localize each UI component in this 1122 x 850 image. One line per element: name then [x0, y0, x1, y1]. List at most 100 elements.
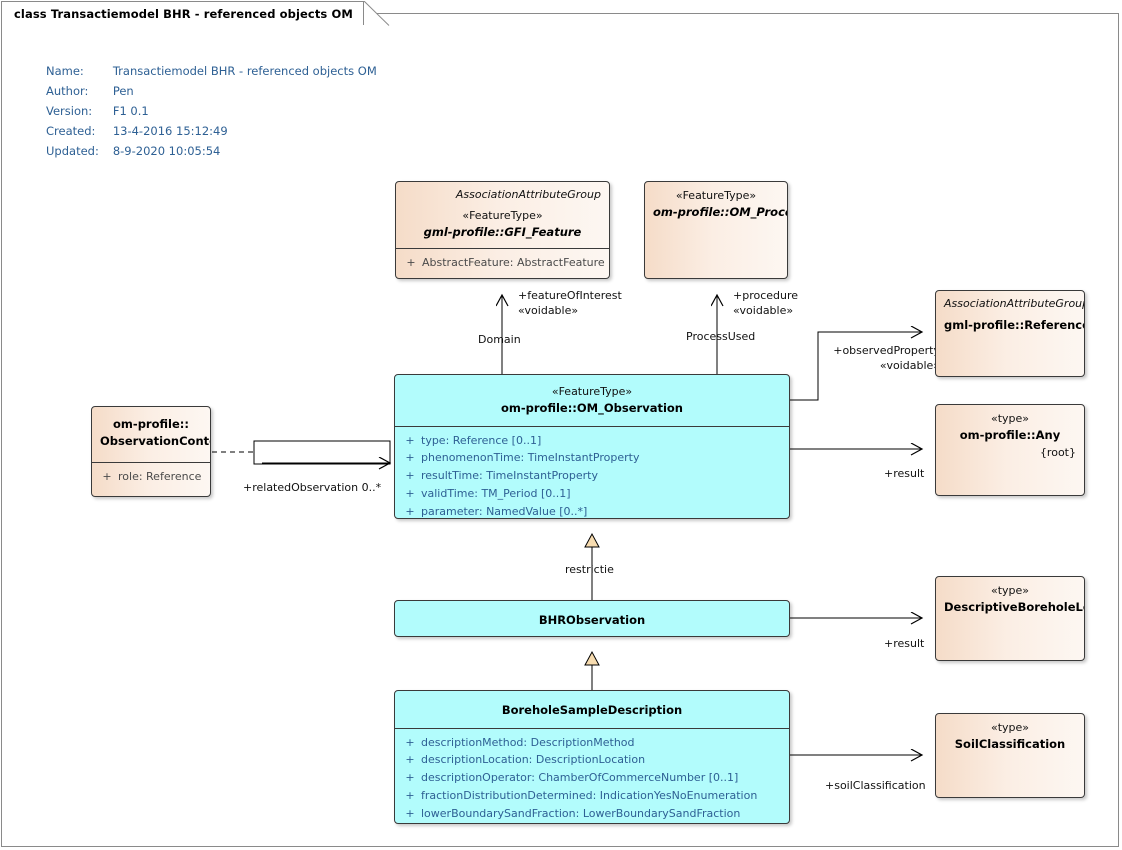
class-borehole-sample-description[interactable]: BoreholeSampleDescription + descriptionM…	[394, 690, 790, 824]
class-gfi-feature[interactable]: AssociationAttributeGroup «FeatureType» …	[395, 181, 610, 279]
class-attribute: + parameter: NamedValue [0..*]	[399, 503, 785, 518]
edge-label-result-log: +result	[884, 637, 925, 650]
metadata-key: Version:	[46, 104, 93, 118]
attribute-text: lowerBoundarySandFraction: LowerBoundary…	[421, 806, 741, 820]
attribute-visibility: +	[405, 487, 415, 501]
class-attribute: + validTime: TM_Period [0..1]	[399, 485, 785, 503]
class-header: «type» om-profile::Any {root}	[936, 405, 1084, 466]
class-header: «FeatureType» om-profile::OM_Observation	[395, 375, 789, 426]
tab-slant-edge	[363, 1, 390, 26]
class-header: BHRObservation	[395, 601, 789, 636]
attribute-compartment: + type: Reference [0..1] + phenomenonTim…	[395, 427, 789, 518]
class-attribute: + role: Reference	[96, 468, 206, 486]
compartment-divider	[92, 462, 210, 464]
class-name: BHRObservation	[538, 613, 646, 627]
class-attribute: + AbstractFeature: AbstractFeature	[400, 254, 605, 272]
class-bhr-observation[interactable]: BHRObservation	[394, 600, 790, 637]
class-attribute: + lowerBoundarySandFraction: LowerBounda…	[399, 805, 785, 823]
attribute-compartment: + descriptionMethod: DescriptionMethod +…	[395, 729, 789, 823]
class-header: «FeatureType» om-profile::OM_Process	[645, 182, 787, 228]
class-header: BoreholeSampleDescription	[395, 691, 789, 728]
attribute-visibility: +	[406, 255, 416, 269]
edge-label-domain-name: Domain	[478, 333, 521, 346]
attribute-visibility: +	[405, 433, 415, 447]
class-name-line2: ObservationContext	[100, 433, 210, 448]
compartment-divider	[395, 425, 789, 427]
attribute-text: resultTime: TimeInstantProperty	[421, 469, 598, 483]
class-observation-context[interactable]: om-profile:: ObservationContext + role: …	[91, 406, 211, 497]
metadata-value: 13-4-2016 15:12:49	[112, 124, 228, 138]
compartment-divider	[395, 727, 789, 729]
diagram-frame	[1, 13, 1119, 847]
metadata-value: Pen	[112, 84, 134, 98]
class-attribute: + descriptionLocation: DescriptionLocati…	[399, 751, 785, 769]
class-name: gml-profile::Reference	[944, 318, 1085, 332]
metadata-row: Version: F1 0.1	[46, 104, 377, 124]
class-stereotype: «type»	[990, 412, 1030, 425]
diagram-title-tab: class Transactiemodel BHR - referenced o…	[1, 1, 364, 25]
class-om-observation[interactable]: «FeatureType» om-profile::OM_Observation…	[394, 374, 790, 519]
edge-label-domain-role: +featureOfInterest «voidable»	[518, 289, 622, 317]
class-soil-classification[interactable]: «type» SoilClassification	[935, 713, 1085, 798]
class-gml-reference[interactable]: AssociationAttributeGroup gml-profile::R…	[935, 290, 1085, 377]
attribute-text: fractionDistributionDetermined: Indicati…	[421, 789, 758, 803]
edge-label-process-used-role: +procedure «voidable»	[733, 289, 799, 317]
edge-label-restrictie: restrictie	[565, 563, 614, 576]
class-stereotype: «type»	[990, 584, 1030, 597]
class-header: om-profile:: ObservationContext	[92, 407, 210, 456]
metadata-value: F1 0.1	[112, 104, 149, 118]
class-name: om-profile::OM_Process	[653, 204, 787, 219]
class-header: «type» SoilClassification	[936, 714, 1084, 760]
class-stereotype: «FeatureType»	[551, 385, 633, 398]
class-descriptive-borehole-log[interactable]: «type» DescriptiveBoreholeLog	[935, 576, 1085, 661]
attribute-text: phenomenonTime: TimeInstantProperty	[421, 451, 640, 465]
class-om-process[interactable]: «FeatureType» om-profile::OM_Process	[644, 181, 788, 279]
attribute-visibility: +	[405, 753, 415, 767]
class-stereotype: «FeatureType»	[462, 209, 543, 222]
class-header: AssociationAttributeGroup gml-profile::R…	[936, 291, 1084, 341]
class-om-any[interactable]: «type» om-profile::Any {root}	[935, 404, 1085, 496]
attribute-visibility: +	[405, 771, 415, 785]
metadata-row: Author: Pen	[46, 84, 377, 104]
attribute-visibility: +	[405, 469, 415, 483]
metadata-value: Transactiemodel BHR - referenced objects…	[112, 64, 377, 78]
class-stereotype: «FeatureType»	[675, 189, 757, 202]
attribute-visibility: +	[405, 806, 415, 820]
class-name: DescriptiveBoreholeLog	[944, 599, 1085, 614]
attribute-compartment: + role: Reference	[92, 463, 210, 492]
attribute-visibility: +	[405, 504, 415, 518]
class-constraint: {root}	[1039, 445, 1076, 459]
class-name: om-profile::OM_Observation	[500, 400, 683, 415]
class-attribute: + type: Reference [0..1]	[399, 432, 785, 450]
metadata-value: 8-9-2020 10:05:54	[112, 144, 221, 158]
attribute-text: descriptionLocation: DescriptionLocation	[421, 753, 646, 767]
class-name: SoilClassification	[954, 736, 1066, 751]
class-stereotype: «type»	[990, 721, 1030, 734]
class-attribute: + descriptionOperator: ChamberOfCommerce…	[399, 769, 785, 787]
metadata-key: Name:	[46, 64, 84, 78]
class-name-line1: om-profile::	[113, 417, 189, 431]
class-name: gml-profile::GFI_Feature	[423, 224, 582, 239]
attribute-text: descriptionOperator: ChamberOfCommerceNu…	[421, 771, 739, 785]
class-header: «type» DescriptiveBoreholeLog	[936, 577, 1084, 623]
attribute-text: type: Reference [0..1]	[421, 433, 542, 447]
connector-observed-property	[790, 332, 922, 401]
metadata-key: Author:	[46, 84, 89, 98]
metadata-row: Name: Transactiemodel BHR - referenced o…	[46, 64, 377, 84]
metadata-key: Updated:	[46, 144, 99, 158]
class-attribute: + phenomenonTime: TimeInstantProperty	[399, 449, 785, 467]
diagram-metadata: Name: Transactiemodel BHR - referenced o…	[46, 64, 377, 164]
association-attribute-group-label: AssociationAttributeGroup	[455, 188, 601, 201]
attribute-visibility: +	[102, 470, 112, 484]
class-attribute: + fractionDistributionDetermined: Indica…	[399, 787, 785, 805]
edge-label-observed-property: +observedProperty «voidable»	[833, 344, 940, 372]
attribute-text: parameter: NamedValue [0..*]	[421, 504, 588, 518]
class-attribute: + descriptionMethod: DescriptionMethod	[399, 734, 785, 752]
class-header: AssociationAttributeGroup «FeatureType» …	[396, 182, 609, 248]
attribute-visibility: +	[405, 789, 415, 803]
diagram-title: class Transactiemodel BHR - referenced o…	[14, 6, 353, 21]
attribute-text: validTime: TM_Period [0..1]	[421, 487, 571, 501]
class-attribute: + resultTime: TimeInstantProperty	[399, 467, 785, 485]
attribute-text: AbstractFeature: AbstractFeature	[422, 255, 605, 269]
